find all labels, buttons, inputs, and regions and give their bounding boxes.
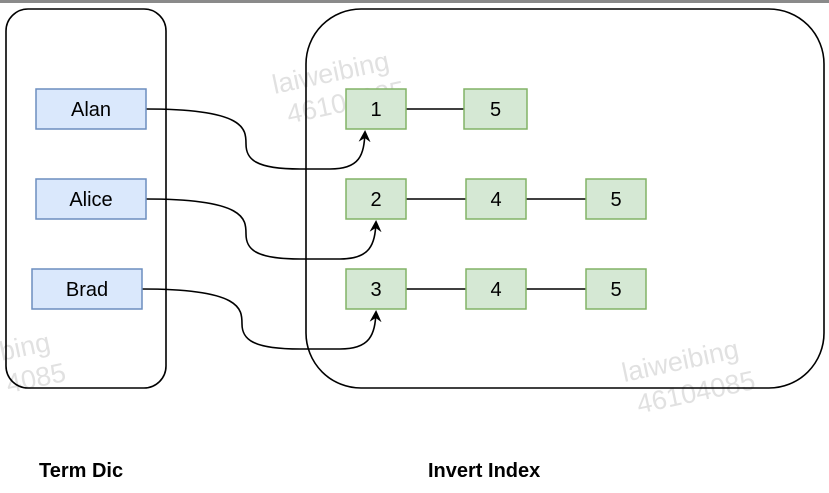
arrow-brad-to-posting-3 — [141, 288, 382, 350]
watermark-bottom-right: laiweibing 46104085 — [619, 334, 758, 420]
term-label-alan: Alan — [71, 99, 111, 121]
term-dic-caption: Term Dic — [39, 460, 123, 482]
term-dic-container — [5, 8, 167, 389]
term-node-brad: Brad — [31, 268, 143, 310]
posting-node: 5 — [585, 178, 647, 220]
posting-node: 1 — [345, 88, 407, 130]
posting-connectors — [406, 108, 586, 290]
invert-index-caption: Invert Index — [428, 460, 540, 482]
posting-label: 1 — [370, 99, 381, 121]
posting-label: 2 — [370, 189, 381, 211]
posting-node: 5 — [463, 88, 528, 130]
term-arrows — [141, 108, 382, 350]
term-node-alan: Alan — [35, 88, 147, 130]
posting-label: 5 — [610, 279, 621, 301]
posting-label: 4 — [490, 189, 501, 211]
arrow-alice-to-posting-2 — [145, 198, 382, 260]
term-label-alice: Alice — [69, 189, 112, 211]
posting-label: 3 — [370, 279, 381, 301]
posting-node: 2 — [345, 178, 407, 220]
invert-index-container — [305, 8, 825, 389]
posting-node: 4 — [465, 178, 527, 220]
posting-label: 4 — [490, 279, 501, 301]
posting-node: 5 — [585, 268, 647, 310]
top-border — [0, 0, 829, 3]
term-label-brad: Brad — [66, 279, 108, 301]
posting-label: 5 — [610, 189, 621, 211]
arrow-alan-to-posting-1 — [145, 108, 371, 170]
posting-node: 3 — [345, 268, 407, 310]
posting-node: 4 — [465, 268, 527, 310]
term-node-alice: Alice — [35, 178, 147, 220]
posting-label: 5 — [490, 99, 501, 121]
